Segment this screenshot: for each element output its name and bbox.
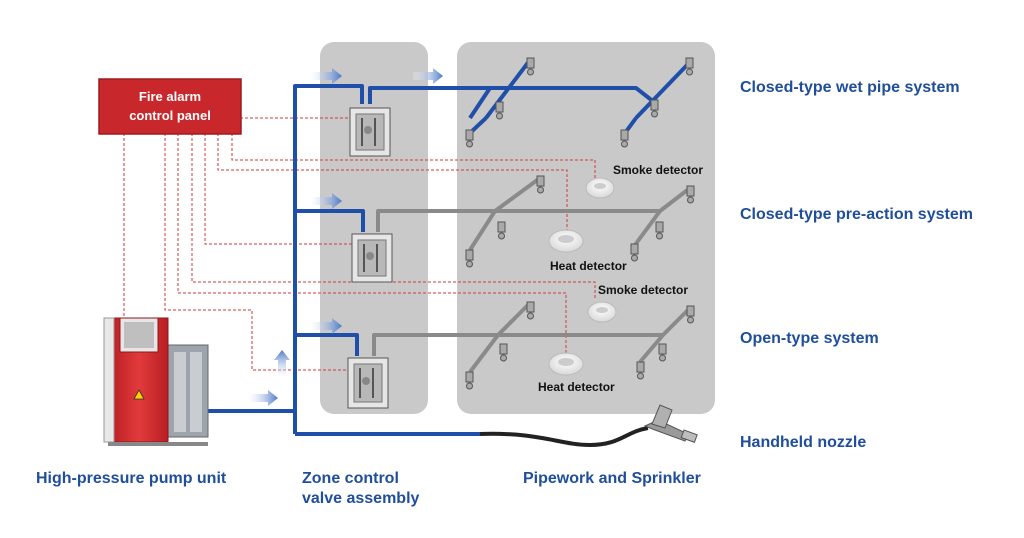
smoke-detector-2: Smoke detector [587,283,688,323]
system-label-wet-pipe: Closed-type wet pipe system [740,79,960,96]
sprinkler-head-icon [636,361,645,380]
smoke-detector-1: Smoke detector [585,163,703,199]
sprinkler-head-icon [465,249,474,268]
heat-detector-1: Heat detector [548,229,627,273]
sprinkler-heads [465,57,695,390]
sprinkler-head-icon [526,57,535,76]
label-zone-control-line1: Zone control [302,470,399,487]
valve-box-1 [349,107,391,157]
opentype-branch-a [468,301,532,374]
smoke-detector-label: Smoke detector [598,283,688,297]
riser-branch-3 [295,333,359,356]
handheld-nozzle [479,404,698,448]
smoke-detector-label: Smoke detector [613,163,703,177]
wet-pipe-main [368,86,636,104]
opentype-main [372,333,663,356]
label-pipework-sprinkler: Pipework and Sprinkler [523,470,701,487]
flow-arrow-icon [310,193,342,209]
alarm-wire-heat-2 [177,133,567,356]
sprinkler-head-icon [650,99,659,118]
preaction-branch-a [468,176,542,252]
alarm-wire-valve-2 [204,133,358,245]
flow-arrows [248,68,443,406]
sprinkler-head-icon [495,101,504,120]
preaction-main [376,209,660,232]
flow-arrow-icon [248,390,278,406]
alarm-wire-valve-3 [164,133,355,371]
sprinkler-head-icon [536,175,545,194]
system-label-open-type: Open-type system [740,330,879,347]
flow-arrow-icon [310,68,342,84]
label-zone-control-line2: valve assembly [302,490,420,507]
panel-title-line2: control panel [129,108,211,123]
main-riser-pipe [293,84,364,434]
sprinkler-head-icon [630,243,639,262]
system-label-pre-action: Closed-type pre-action system [740,206,973,223]
alarm-wire-smoke-1 [231,133,596,180]
panel-title-line1: Fire alarm [139,89,201,104]
pump-unit [103,317,209,446]
label-pump-unit: High-pressure pump unit [36,470,227,487]
nozzle-gun-icon [643,404,698,443]
flow-arrow-icon [310,318,342,334]
panel-box [98,78,242,135]
valve-box-3 [347,357,389,409]
opentype-branch-b [638,306,692,364]
zone-valve-area [320,42,428,414]
sprinkler-head-icon [655,221,664,240]
gray-pipes [372,176,692,374]
sprinkler-head-icon [499,343,508,362]
sprinkler-head-icon [658,343,667,362]
valve-box-2 [351,233,393,283]
pump-unit-icon [103,317,209,446]
sprinkler-head-icon [465,371,474,390]
flow-arrow-icon [413,68,443,84]
supply-pipes [205,58,692,436]
pipework-area [457,42,715,414]
heat-detector-label: Heat detector [550,259,627,273]
alarm-wire-smoke-2 [191,133,596,300]
sprinkler-head-icon [497,221,506,240]
sprinkler-head-icon [685,57,694,76]
wet-pipe-branch-d [600,86,656,104]
alarm-wires [123,117,596,371]
sprinkler-head-icon [526,301,535,320]
sprinkler-head-icon [686,305,695,324]
wet-pipe-branch-b [468,86,492,120]
fire-alarm-panel: Fire alarm control panel [98,78,242,135]
sprinkler-head-icon [620,129,629,148]
sprinkler-head-icon [686,185,695,204]
heat-detector-label: Heat detector [538,380,615,394]
alarm-wire-heat-1 [217,133,568,232]
flow-arrow-icon [274,350,290,378]
heat-detector-2: Heat detector [538,352,615,394]
preaction-branch-b [633,186,692,247]
nozzle-hose [479,426,649,448]
riser-branch-2 [295,209,365,232]
system-label-handheld-nozzle: Handheld nozzle [740,434,866,451]
sprinkler-head-icon [465,129,474,148]
